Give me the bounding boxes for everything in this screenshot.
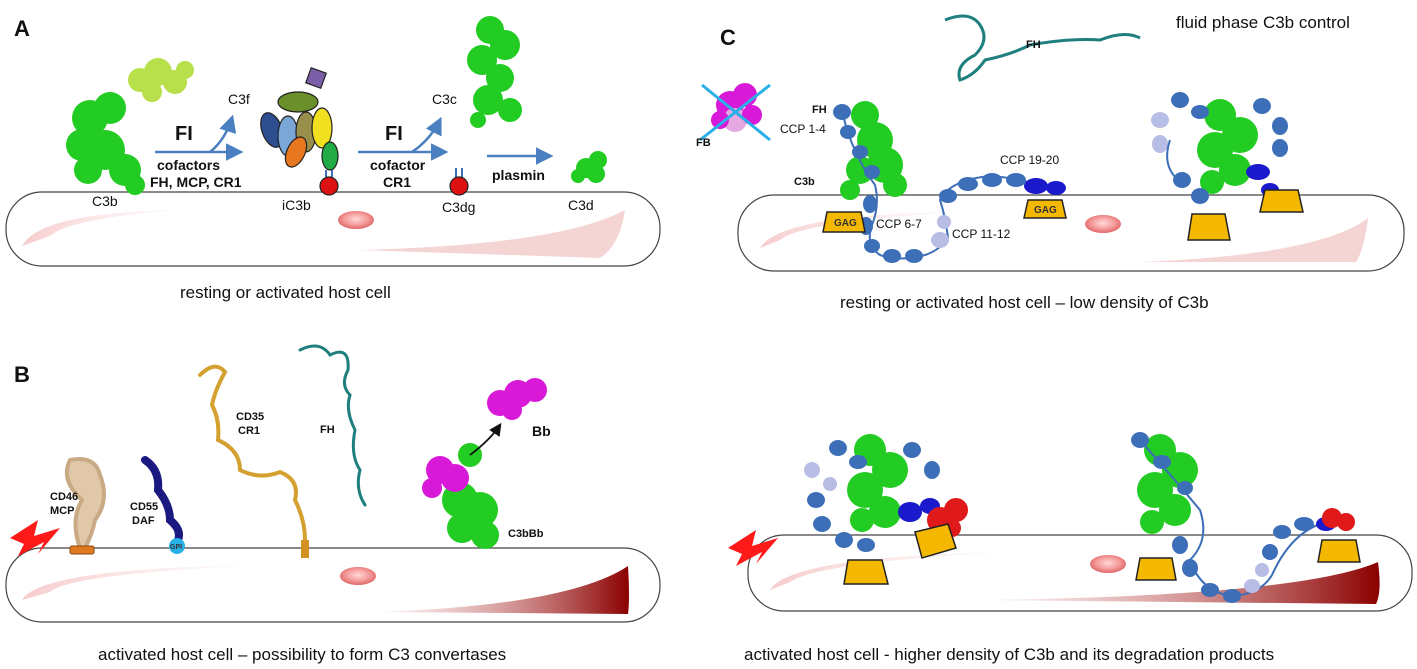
cd55-label: CD55 xyxy=(130,501,158,513)
gag-icon xyxy=(822,211,866,233)
fi-label: FI xyxy=(175,123,193,145)
cofactor-list-label: FH, MCP, CR1 xyxy=(150,174,242,190)
gag-icon xyxy=(914,523,957,559)
bb-label: Bb xyxy=(532,423,551,439)
fh-fluid-label: FH xyxy=(1026,39,1041,51)
cd35-anchor-icon xyxy=(301,540,309,558)
fh-protein-icon xyxy=(298,344,367,507)
membrane-streak xyxy=(22,565,260,600)
fh-ccp-chain-icon xyxy=(833,104,1066,263)
fh-label: FH xyxy=(320,424,335,436)
c3f-fragment-icon xyxy=(128,58,194,102)
gag-icon xyxy=(1023,199,1067,219)
bb-release-arrow xyxy=(469,422,502,456)
panel-b-letter: B xyxy=(14,362,30,387)
release-arrow xyxy=(209,114,237,153)
membrane-streak xyxy=(770,552,1010,590)
ccp67-label: CCP 6-7 xyxy=(876,217,922,231)
panel-d-caption: activated host cell - higher density of … xyxy=(744,645,1274,664)
cofactor-label: cofactor xyxy=(370,157,426,173)
cofactors-label: cofactors xyxy=(157,157,220,173)
c3b-label: C3b xyxy=(92,193,118,209)
c3d-label: C3d xyxy=(568,197,594,213)
panel-b: B CD46 MCP GPI CD55 DAF CD35 CR1 FH xyxy=(5,344,661,664)
ccp1920-label: CCP 19-20 xyxy=(1000,153,1059,167)
panel-a: A C3b C3f FI cofactors FH, MCP, CR1 xyxy=(5,16,661,302)
inhibited-cross-icon xyxy=(699,83,771,142)
cd35-label: CD35 xyxy=(236,411,264,423)
membrane-streak xyxy=(22,210,180,246)
gag-icon xyxy=(1135,557,1177,581)
gag-icon xyxy=(1317,539,1361,563)
daf-label: DAF xyxy=(132,515,155,527)
cd35-protein-icon xyxy=(198,364,307,542)
panel-a-letter: A xyxy=(14,16,30,41)
gag-icon xyxy=(843,559,889,585)
gag-icon xyxy=(1187,213,1231,241)
membrane-streak xyxy=(980,562,1380,604)
gag-icon xyxy=(1259,189,1304,213)
c3c-label: C3c xyxy=(432,91,457,107)
c3dg-label: C3dg xyxy=(442,199,475,215)
cd55-protein-icon xyxy=(141,456,183,544)
membrane-streak xyxy=(360,210,625,258)
fh-c3b-complex-icon xyxy=(1151,92,1288,204)
panel-a-caption: resting or activated host cell xyxy=(180,283,391,302)
panel-c-letter: C xyxy=(720,25,736,50)
cd46-anchor-icon xyxy=(69,545,95,555)
fh-c3b-complex-icon xyxy=(1131,432,1355,603)
cr1-label: CR1 xyxy=(238,425,260,437)
gag-label: GAG xyxy=(834,218,857,229)
c3d-protein-icon xyxy=(571,151,607,183)
cr1-label: CR1 xyxy=(383,174,411,190)
fluid-phase-label: fluid phase C3b control xyxy=(1176,13,1350,32)
release-arrow xyxy=(411,116,442,154)
membrane-streak xyxy=(1140,218,1368,262)
fb-label: FB xyxy=(696,137,711,149)
plasmin-label: plasmin xyxy=(492,167,545,183)
c3c-protein-icon xyxy=(467,16,522,128)
nucleus-icon xyxy=(340,567,376,585)
gpi-label: GPI xyxy=(170,544,182,551)
cd46-protein-icon xyxy=(65,457,106,549)
c3b-protein-icon xyxy=(66,92,145,195)
nucleus-icon xyxy=(1090,555,1126,573)
panel-c-caption: resting or activated host cell – low den… xyxy=(840,293,1209,312)
panel-c: C fluid phase C3b control FH FB xyxy=(696,13,1405,312)
bb-fragment-icon xyxy=(487,378,547,420)
cd46-label: CD46 xyxy=(50,491,78,503)
c3b-protein-icon xyxy=(840,101,907,200)
fi-label-2: FI xyxy=(385,123,403,145)
fh-label: FH xyxy=(812,104,827,116)
membrane-streak xyxy=(380,566,629,614)
activation-lightning-icon xyxy=(10,520,60,556)
ic3b-label: iC3b xyxy=(282,197,311,213)
c3bbb-label: C3bBb xyxy=(508,528,544,540)
nucleus-icon xyxy=(338,211,374,229)
c3f-label: C3f xyxy=(228,91,250,107)
ic3b-protein-icon xyxy=(260,66,339,196)
ccp14-label: CCP 1-4 xyxy=(780,122,826,136)
ccp1112-label: CCP 11-12 xyxy=(952,227,1011,241)
activation-lightning-icon xyxy=(728,530,778,566)
mcp-label: MCP xyxy=(50,505,74,517)
panel-d: activated host cell - higher density of … xyxy=(728,432,1413,664)
c3dg-icon xyxy=(449,168,469,196)
gag-label-2: GAG xyxy=(1034,205,1057,216)
panel-b-caption: activated host cell – possibility to for… xyxy=(98,645,506,664)
fh-fluid-protein-icon xyxy=(944,14,1141,82)
c3b-label: C3b xyxy=(794,176,815,188)
gpi-anchor-icon xyxy=(169,538,185,554)
c3bbb-complex-icon xyxy=(422,443,499,549)
nucleus-icon xyxy=(1085,215,1121,233)
